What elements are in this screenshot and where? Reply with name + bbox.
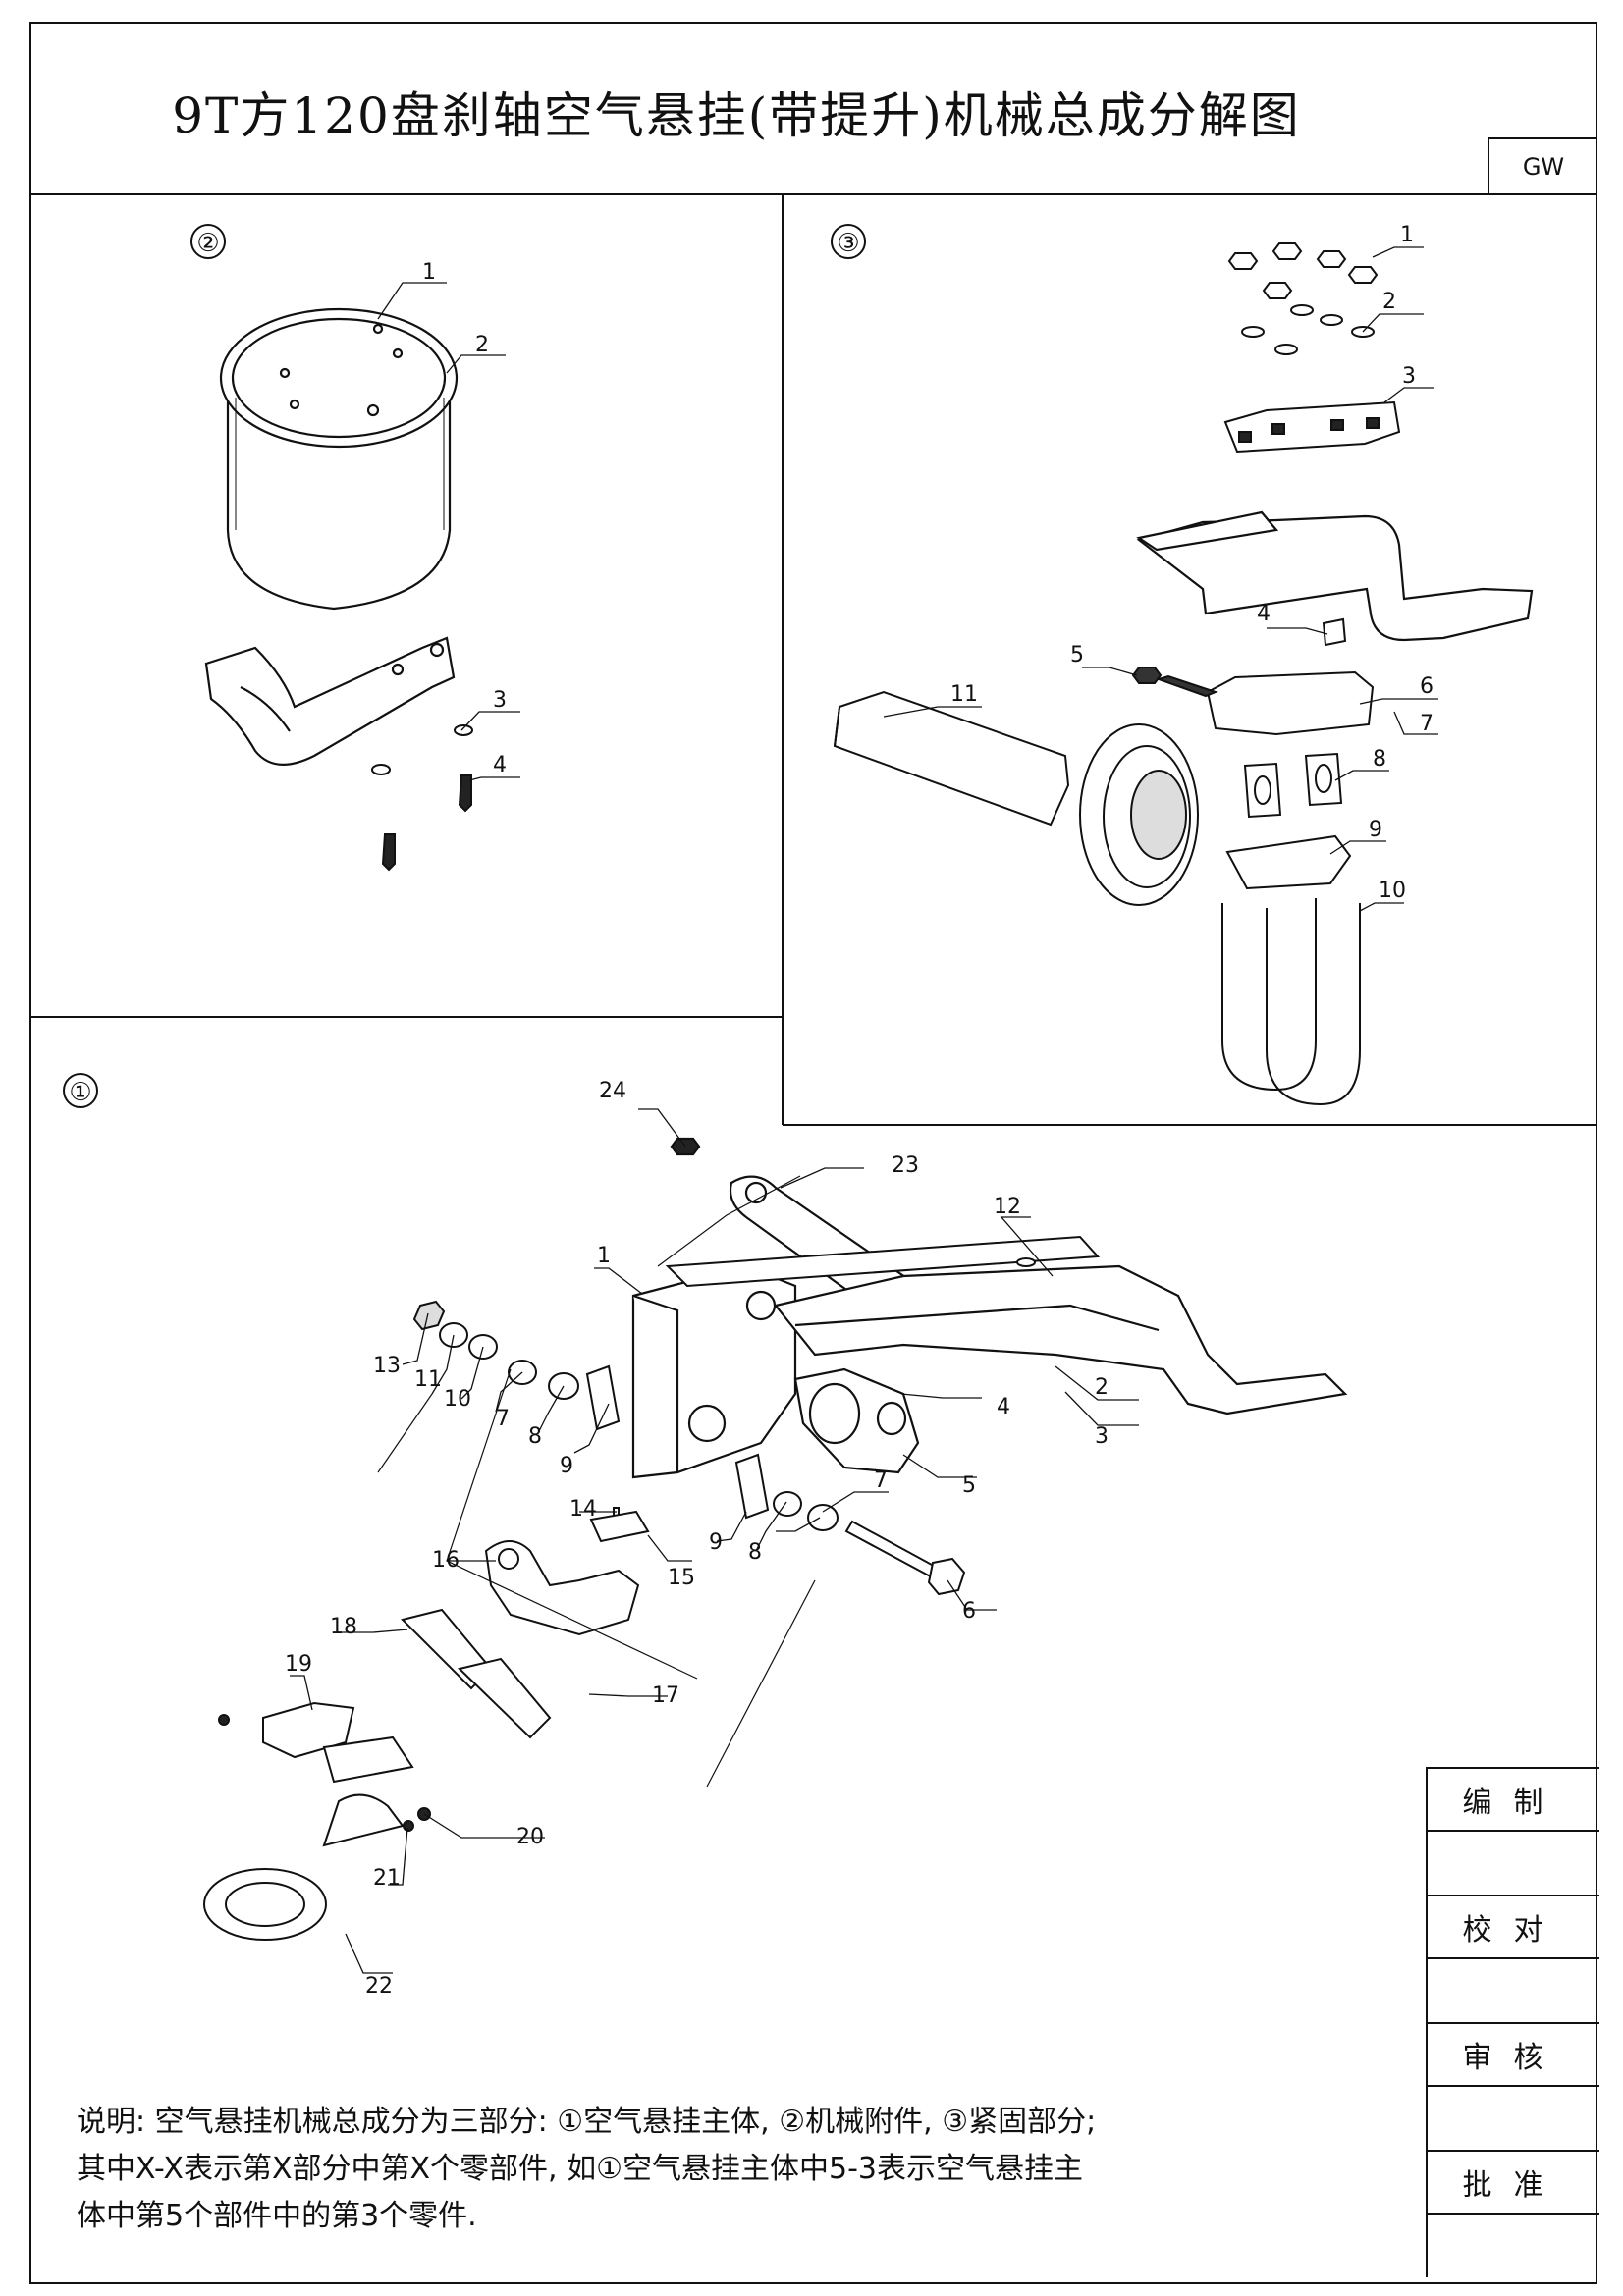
s3-nuts-washers [1227, 242, 1379, 355]
s3-callout-6: 6 [1420, 674, 1434, 699]
s3-u-bolt-plate [1225, 834, 1352, 890]
s1-callout-16: 16 [432, 1548, 460, 1573]
s1-callout-19: 19 [285, 1652, 312, 1677]
s1-lift-parts [203, 1510, 650, 1941]
s3-callout-4: 4 [1257, 602, 1271, 626]
s1-callout-5: 5 [962, 1473, 976, 1498]
section1-callouts: 24 23 1 12 2 3 4 5 6 7 7 8 8 9 9 10 11 1… [285, 1079, 1109, 1999]
s3-clamp-plate [1223, 400, 1401, 454]
signoff-review: 审核 [1428, 2022, 1599, 2085]
s1-axle-seat [793, 1367, 920, 1474]
section2-leaders [377, 282, 520, 781]
s3-callout-9: 9 [1369, 818, 1382, 842]
note-line: 说明: 空气悬挂机械总成分为三部分: ①空气悬挂主体, ②机械附件, ③紧固部分… [77, 2105, 1097, 2139]
signoff-compile: 编制 [1428, 1767, 1599, 1830]
s1-trailing-arm [774, 1264, 1348, 1415]
s1-callout-8a: 8 [528, 1424, 542, 1449]
s1-callout-14: 14 [569, 1497, 597, 1522]
s3-u-bolts [1221, 898, 1361, 1106]
s1-callout-6: 6 [962, 1599, 976, 1624]
s1-callout-23: 23 [892, 1153, 919, 1178]
s1-callout-22: 22 [365, 1974, 393, 1999]
s1-callout-15: 15 [668, 1566, 695, 1590]
s3-callout-2: 2 [1382, 290, 1396, 314]
signoff-approve-field [1428, 2213, 1599, 2277]
s1-callout-20: 20 [516, 1825, 544, 1849]
s1-callout-2: 2 [1095, 1375, 1109, 1400]
s1-callout-9a: 9 [560, 1454, 573, 1478]
s1-callout-9b: 9 [709, 1530, 723, 1555]
s1-callout-12: 13 [373, 1354, 401, 1378]
note-line: 体中第5个部件中的第3个零件. [77, 2199, 477, 2233]
s3-callout-3: 3 [1402, 364, 1416, 389]
s3-callout-7: 7 [1420, 712, 1434, 736]
s1-callout-18: 18 [330, 1615, 357, 1639]
signoff-check: 校对 [1428, 1895, 1599, 1957]
s1-hanger-bracket [631, 1264, 797, 1479]
air-spring-part [219, 307, 459, 611]
s2-callout-2: 2 [475, 333, 489, 357]
s1-callout-1: 1 [597, 1244, 611, 1268]
s1-callout-8b: 8 [748, 1540, 762, 1565]
s3-axle-seat [1131, 667, 1375, 736]
signoff-table: 编制 校对 审核 批准 [1426, 1767, 1599, 2277]
section3-label: ③ [837, 229, 859, 258]
s2-callout-1: 1 [422, 260, 436, 285]
s1-callout-17: 17 [652, 1683, 679, 1708]
signoff-review-field [1428, 2085, 1599, 2150]
s3-callout-11: 11 [950, 682, 978, 707]
s3-callout-1: 1 [1400, 223, 1414, 247]
drawing-frame [29, 22, 1597, 2284]
drawing-title: 9T方120盘刹轴空气悬挂(带提升)机械总成分解图 [172, 87, 1301, 144]
s2-callout-4: 4 [493, 753, 507, 777]
s1-callout-10: 10 [444, 1387, 471, 1412]
s1-callout-7a: 7 [874, 1468, 888, 1493]
s1-callout-7b: 7 [496, 1407, 510, 1431]
s3-callout-10: 10 [1379, 879, 1406, 903]
section1-label: ① [69, 1078, 91, 1107]
drawing-code: GW [1488, 137, 1597, 194]
s1-pivot-bolt [844, 1520, 966, 1596]
s1-top-plate [665, 1235, 1101, 1288]
s3-axle-assembly [833, 690, 1199, 906]
signoff-compile-field [1428, 1830, 1599, 1895]
s3-callout-5: 5 [1070, 643, 1084, 667]
air-spring-bracket [204, 636, 456, 766]
note-line: 其中X-X表示第X部分中第X个零部件, 如①空气悬挂主体中5-3表示空气悬挂主 [77, 2152, 1084, 2186]
section1-marker: ① [63, 1073, 98, 1108]
s1-callout-24: 24 [599, 1079, 626, 1103]
section2-callouts: 1 2 3 4 [422, 260, 507, 777]
section1-leaders [290, 1108, 1139, 1974]
s3-pads [1243, 752, 1343, 819]
s1-callout-11: 11 [414, 1367, 442, 1392]
s1-callout-13: 12 [994, 1195, 1021, 1219]
s3-trailing-arm [1136, 510, 1534, 642]
s2-callout-3: 3 [493, 688, 507, 713]
signoff-approve: 批准 [1428, 2150, 1599, 2213]
section2-label: ② [196, 229, 219, 258]
section3-marker: ③ [831, 224, 866, 259]
section2-fasteners [371, 724, 473, 872]
s3-callout-8: 8 [1373, 747, 1386, 772]
section3-callouts: 1 2 3 4 5 6 7 8 9 10 11 [950, 223, 1434, 903]
s1-callout-3: 3 [1095, 1424, 1109, 1449]
s3-spacer [1322, 617, 1347, 647]
drawing-notes: 说明: 空气悬挂机械总成分为三部分: ①空气悬挂主体, ②机械附件, ③紧固部分… [77, 2099, 1096, 2240]
s1-callout-4: 4 [997, 1395, 1010, 1419]
section2-marker: ② [190, 224, 226, 259]
section3-leaders [883, 246, 1438, 912]
s1-callout-21: 21 [373, 1866, 401, 1891]
signoff-check-field [1428, 1957, 1599, 2022]
